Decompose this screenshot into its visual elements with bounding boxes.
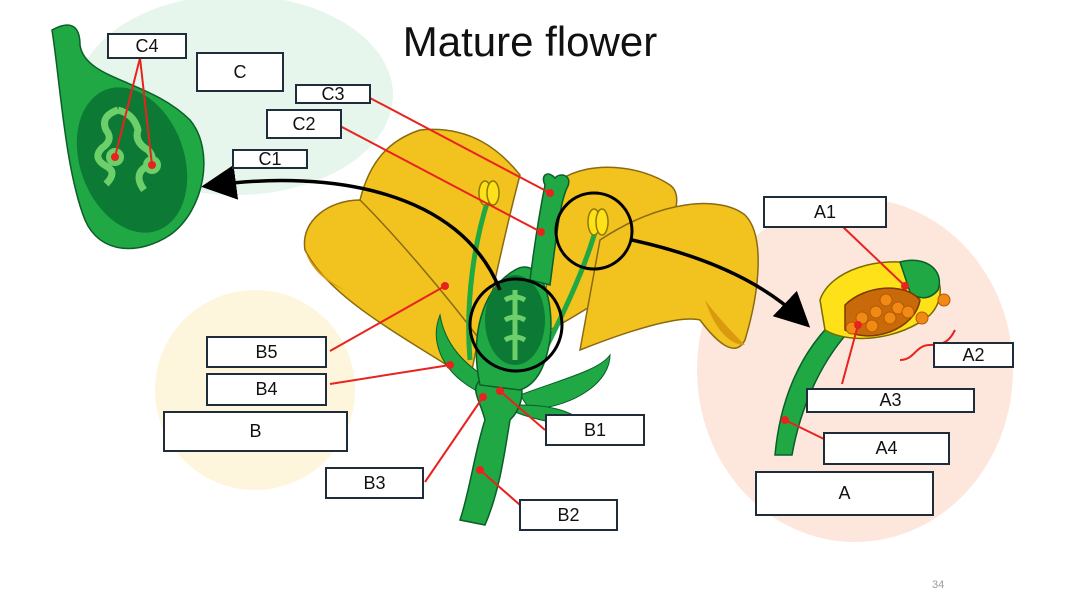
label-b3[interactable]: B3 bbox=[325, 467, 424, 499]
magnifier-anther bbox=[554, 191, 634, 271]
ovule-enlargement bbox=[51, 24, 205, 250]
label-c4[interactable]: C4 bbox=[107, 33, 187, 59]
arrow-to-ovule bbox=[201, 164, 502, 291]
pointer-dots bbox=[111, 153, 909, 474]
label-a[interactable]: A bbox=[755, 471, 934, 516]
label-b5[interactable]: B5 bbox=[206, 336, 327, 368]
page-title: Mature flower bbox=[402, 18, 658, 65]
label-c1[interactable]: C1 bbox=[232, 149, 308, 169]
label-a4[interactable]: A4 bbox=[823, 432, 950, 465]
label-a1[interactable]: A1 bbox=[763, 196, 887, 228]
label-b2[interactable]: B2 bbox=[519, 499, 618, 531]
label-b[interactable]: B bbox=[163, 411, 348, 452]
label-a3[interactable]: A3 bbox=[806, 388, 975, 413]
label-a2[interactable]: A2 bbox=[933, 342, 1014, 368]
petals bbox=[303, 128, 759, 382]
pointer-lines bbox=[114, 57, 906, 506]
arrow-to-anther bbox=[631, 238, 811, 328]
label-c[interactable]: C bbox=[196, 52, 284, 92]
pistil bbox=[459, 173, 570, 526]
label-c2[interactable]: C2 bbox=[266, 109, 342, 139]
label-b1[interactable]: B1 bbox=[545, 414, 645, 446]
magnifier-ovary bbox=[468, 277, 564, 373]
label-b4[interactable]: B4 bbox=[206, 373, 327, 406]
slide-number: 34 bbox=[932, 579, 945, 591]
label-c3[interactable]: C3 bbox=[295, 84, 371, 104]
anther-enlargement bbox=[774, 259, 956, 456]
